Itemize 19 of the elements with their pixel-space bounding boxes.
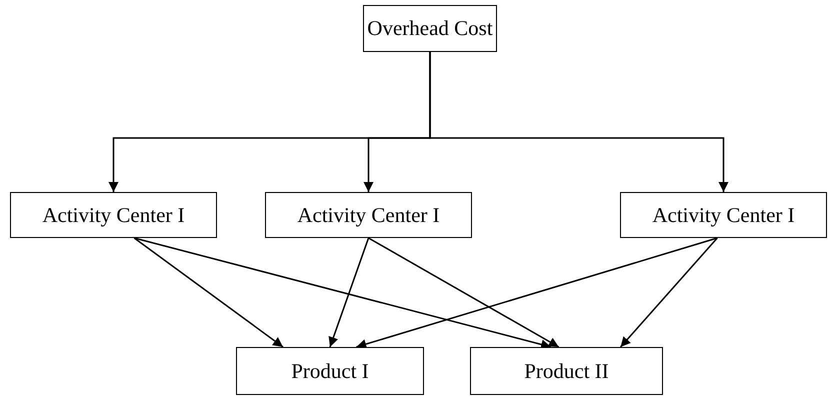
arrow (620, 238, 718, 348)
process-box (363, 5, 497, 52)
box-label: Activity Center I (297, 202, 440, 228)
process-box (470, 347, 663, 395)
arrow (368, 237, 560, 348)
process-box (265, 192, 472, 238)
box-label: Overhead Cost (367, 16, 493, 41)
process-box (620, 192, 827, 238)
arrow (134, 237, 552, 350)
arrow (356, 237, 718, 349)
arrow (134, 237, 284, 348)
box-label: Activity Center I (42, 202, 185, 228)
box-label: Product II (524, 358, 609, 384)
process-box (236, 347, 424, 395)
process-box (10, 192, 217, 238)
arrow (328, 238, 370, 348)
arrow (429, 52, 728, 192)
box-label: Activity Center I (652, 202, 795, 228)
box-label: Product I (291, 358, 369, 384)
